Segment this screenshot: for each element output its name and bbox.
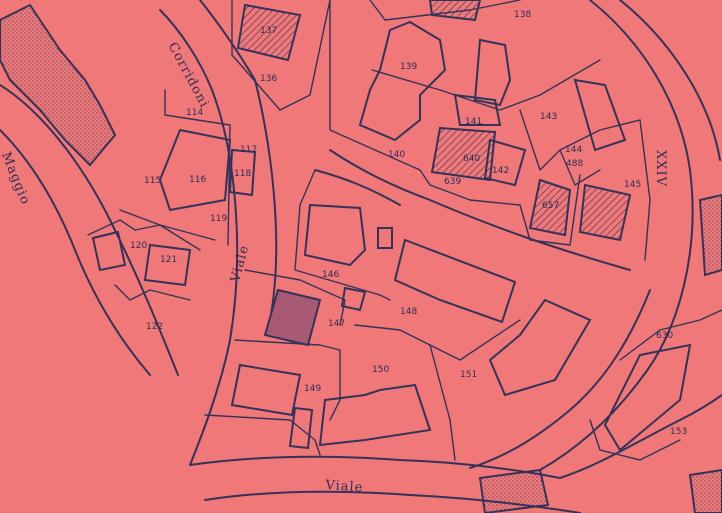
building-south-east [688,468,722,513]
parcel-number-657: 657 [542,201,560,211]
parcel-number-143: 143 [540,112,558,122]
building-116 [158,128,232,212]
parcel-line-146 [294,169,391,301]
building-147-annex [340,286,367,312]
parcel-line-138-top [369,0,521,21]
road-edge-south-east [559,394,722,479]
road-edge-xxiv-east [619,0,721,161]
parcel-line-630 [589,419,681,461]
parcel-number-639: 639 [444,177,462,187]
building-146-annex [377,227,393,249]
building-141 [453,93,502,126]
parcel-number-122: 122 [146,322,164,332]
building-146 [303,203,367,267]
parcel-number-115: 115 [144,176,162,186]
parcel-line-114 [164,89,231,246]
road-edge-maggio-upper [0,84,179,376]
road-edge-xxiv-west [539,0,694,471]
parcel-number-150: 150 [372,365,390,375]
parcel-number-116: 116 [189,175,207,185]
building-139-annex [473,38,512,107]
building-120 [91,230,127,272]
parcel-line-149 [234,339,341,421]
parcel-line-630-north [619,309,722,361]
parcel-line-139-141 [371,59,601,111]
parcel-number-140: 140 [388,150,406,160]
road-edge-upper-block-2 [314,169,401,206]
parcel-number-120: 120 [130,241,148,251]
parcel-number-149: 149 [304,384,322,394]
parcel-number-145: 145 [624,180,642,190]
parcel-number-147: 147 [328,319,346,329]
road-edge-viale-bottom-north [189,455,561,479]
street-label-xxiv: XXIV [653,150,668,188]
parcel-line-121-122 [114,284,191,301]
parcel-number-139: 139 [400,62,418,72]
road-edge-viale-east [199,0,278,321]
building-142 [483,138,527,187]
road-edge-curve-inner [469,289,651,469]
building-xxiv-east [698,193,722,277]
building-118 [228,148,257,197]
building-630 [603,343,692,452]
parcel-number-153: 153 [670,427,688,437]
parcel-line-145 [639,119,651,261]
parcel-number-488: 488 [566,159,584,169]
parcel-line-150-151 [429,344,456,461]
parcel-number-118: 118 [234,169,252,179]
parcel-line-144 [559,149,601,186]
parcel-line-657 [519,174,581,246]
building-149-annex [288,406,314,450]
building-138 [428,0,482,22]
street-label-viale-bottom: Viale [324,478,364,496]
parcel-number-114: 114 [186,108,204,118]
parcel-number-630: 630 [656,331,674,341]
parcel-number-138: 138 [514,10,532,20]
parcel-number-148: 148 [400,307,418,317]
parcel-number-144: 144 [565,145,583,155]
building-maggio [0,3,117,167]
building-149 [230,363,302,417]
road-edge-viale-west [159,9,239,466]
road-edge-maggio-lower [0,129,151,376]
parcel-line-640 [419,169,521,206]
parcel-number-119: 119 [210,214,228,224]
parcel-number-146: 146 [322,270,340,280]
parcel-number-117: 117 [240,145,258,155]
parcel-number-640: 640 [463,154,481,164]
building-145 [578,183,632,242]
building-150 [318,383,432,447]
building-139 [358,20,447,142]
parcel-line-148 [354,319,521,361]
parcel-number-137: 137 [260,26,278,36]
parcel-number-141: 141 [465,117,483,127]
parcel-number-136: 136 [260,74,278,84]
building-148 [393,238,517,324]
parcel-number-121: 121 [160,255,178,265]
parcel-line-147 [244,269,346,326]
building-viale-south [478,468,550,513]
parcel-boundaries [87,0,722,461]
parcel-line-139 [329,0,421,171]
parcel-number-151: 151 [460,370,478,380]
road-edge-upper-block [329,149,631,271]
building-137 [236,3,302,62]
building-149-curve [488,298,592,397]
building-657 [528,178,572,237]
parcel-line-136 [231,0,331,111]
parcel-line-115-119 [119,209,216,241]
parcel-line-120 [87,219,201,251]
building-147 [263,288,322,347]
parcel-number-142: 142 [492,166,510,176]
building-143 [573,78,627,152]
parcel-line-149-south [204,414,321,456]
building-121 [143,243,192,287]
